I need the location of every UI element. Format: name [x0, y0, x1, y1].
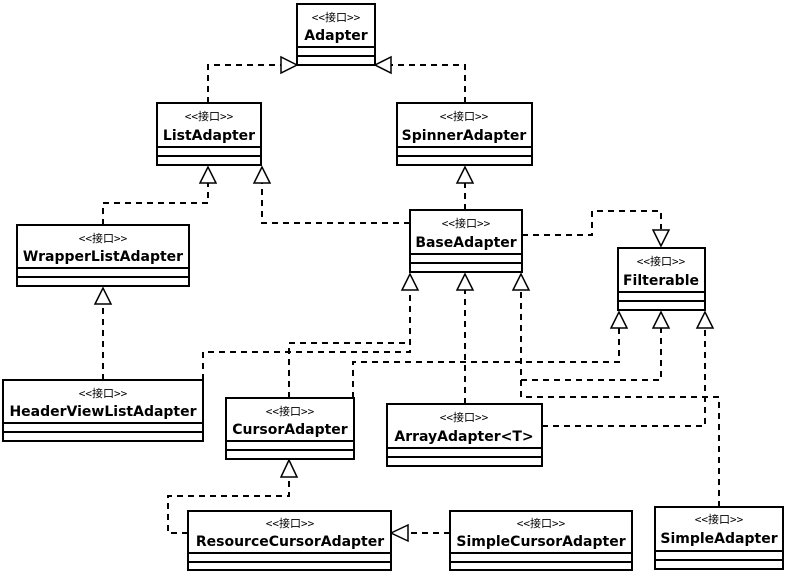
- class-name: ResourceCursorAdapter: [196, 534, 384, 550]
- connectors: [102, 64, 720, 534]
- stereotype-label: <<接口>>: [266, 517, 315, 530]
- edge-cursoradapter-baseadapter: [288, 342, 410, 398]
- class-name: SpinnerAdapter: [402, 128, 527, 144]
- arrowhead-up: [511, 272, 531, 291]
- edge-spinneradapter-adapter: [389, 64, 466, 103]
- arrowhead-up: [93, 286, 113, 305]
- stereotype-label: <<接口>>: [442, 217, 491, 230]
- stereotype-label: <<接口>>: [266, 405, 315, 418]
- class-box-simplecursoradapter: <<接口>> SimpleCursorAdapter: [449, 510, 633, 571]
- arrowhead-up: [609, 310, 629, 329]
- stereotype-label: <<接口>>: [440, 110, 489, 123]
- arrowhead-left: [373, 55, 392, 75]
- arrowhead-up: [252, 165, 272, 184]
- class-box-listadapter: <<接口>> ListAdapter: [156, 102, 262, 166]
- arrowhead-left: [389, 523, 409, 543]
- arrowhead-up: [400, 272, 420, 291]
- class-name: HeaderViewListAdapter: [9, 404, 196, 420]
- class-box-cursoradapter: <<接口>> CursorAdapter: [225, 397, 355, 460]
- arrowhead-up: [279, 458, 299, 478]
- class-name: WrapperListAdapter: [23, 249, 183, 265]
- class-name: ArrayAdapter<T>: [394, 429, 533, 445]
- class-name: CursorAdapter: [232, 422, 348, 438]
- stereotype-label: <<接口>>: [695, 513, 744, 526]
- edge-simpleadapter-filterable: [521, 328, 662, 381]
- arrowhead-up: [455, 165, 475, 184]
- edge-simpleadapter-baseadapter: [520, 290, 720, 507]
- class-box-spinneradapter: <<接口>> SpinnerAdapter: [396, 102, 533, 166]
- class-box-resourcecursoradapter: <<接口>> ResourceCursorAdapter: [187, 510, 392, 571]
- edge-wrapperlistadapter-listadapter: [102, 183, 209, 225]
- class-box-wrapperlistadapter: <<接口>> WrapperListAdapter: [16, 224, 190, 287]
- class-name: BaseAdapter: [415, 235, 516, 251]
- arrowhead-up: [455, 272, 475, 291]
- arrowhead-down: [651, 229, 671, 248]
- class-name: Filterable: [623, 273, 699, 289]
- stereotype-label: <<接口>>: [637, 255, 686, 268]
- edge-cursoradapter-filterable: [352, 328, 620, 398]
- class-name: SimpleCursorAdapter: [456, 534, 625, 550]
- edge-listadapter-adapter: [207, 64, 283, 103]
- arrowhead-up: [651, 310, 671, 329]
- stereotype-label: <<接口>>: [312, 11, 361, 24]
- stereotype-label: <<接口>>: [185, 110, 234, 123]
- edge-headerview-baseadapter: [202, 290, 411, 380]
- arrowheads: [93, 55, 715, 543]
- class-box-simpleadapter: <<接口>> SimpleAdapter: [654, 506, 784, 570]
- class-box-filterable: <<接口>> Filterable: [617, 247, 706, 311]
- class-name: Adapter: [304, 28, 368, 44]
- edge-resourcecursor-cursoradapter: [167, 478, 290, 534]
- class-box-adapter: <<接口>> Adapter: [296, 3, 376, 66]
- class-box-headerviewlistadapter: <<接口>> HeaderViewListAdapter: [2, 379, 204, 442]
- class-name: ListAdapter: [163, 128, 255, 144]
- stereotype-label: <<接口>>: [79, 387, 128, 400]
- class-box-arrayadapter: <<接口>> ArrayAdapter<T>: [386, 403, 543, 467]
- stereotype-label: <<接口>>: [440, 411, 489, 424]
- arrowhead-right: [280, 55, 299, 75]
- edge-baseadapter-filterable: [522, 210, 662, 236]
- edge-baseadapter-listadapter: [261, 183, 410, 224]
- edge-arrayadapter-filterable: [542, 328, 706, 427]
- class-name: SimpleAdapter: [660, 531, 777, 547]
- stereotype-label: <<接口>>: [79, 232, 128, 245]
- stereotype-label: <<接口>>: [517, 517, 566, 530]
- class-box-baseadapter: <<接口>> BaseAdapter: [409, 209, 523, 273]
- arrowhead-up: [695, 310, 715, 329]
- arrowhead-up: [198, 165, 218, 184]
